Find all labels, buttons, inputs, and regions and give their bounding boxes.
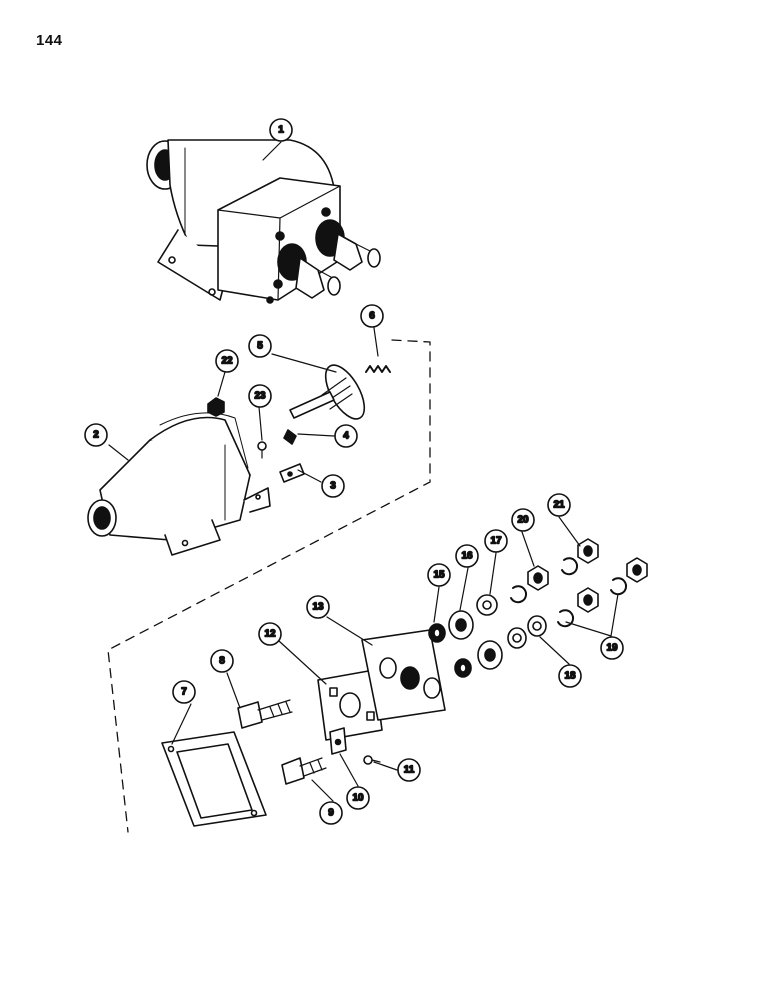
bolt-8-drawing [237, 699, 293, 729]
callout-13: 13 [306, 595, 330, 619]
leader-lines [108, 141, 619, 802]
washer-hardware-drawing [428, 538, 648, 678]
plunger-drawing [289, 364, 366, 420]
page-number: 144 [36, 32, 63, 49]
bolt-9-drawing [281, 757, 327, 785]
callout-5: 5 [248, 334, 272, 358]
insulator-plate-drawing [361, 629, 446, 721]
svg-text:13: 13 [312, 602, 324, 613]
screw-11-drawing [363, 755, 381, 765]
callout-22: 22 [215, 349, 239, 373]
svg-text:3: 3 [330, 481, 336, 492]
callout-12: 12 [258, 622, 282, 646]
solenoid-assembly-drawing [146, 139, 381, 304]
callout-4: 4 [334, 424, 358, 448]
callout-23: 23 [248, 384, 272, 408]
screw-23-drawing [257, 441, 267, 459]
svg-text:23: 23 [254, 391, 266, 402]
svg-text:10: 10 [352, 793, 364, 804]
svg-text:22: 22 [221, 356, 233, 367]
callout-9: 9 [319, 801, 343, 825]
nut-22-drawing [207, 397, 225, 417]
plate-drawing [317, 669, 383, 741]
svg-text:7: 7 [181, 687, 187, 698]
screw-4-drawing [283, 429, 297, 445]
svg-text:2: 2 [93, 430, 99, 441]
callout-18: 18 [558, 664, 582, 688]
svg-text:16: 16 [461, 551, 473, 562]
terminal-clip-drawing [329, 727, 347, 755]
svg-text:4: 4 [343, 431, 349, 442]
svg-text:20: 20 [517, 515, 529, 526]
svg-text:8: 8 [219, 656, 225, 667]
callout-6: 6 [360, 304, 384, 328]
callout-1: 1 [269, 118, 293, 142]
clip-drawing [279, 463, 305, 483]
svg-text:17: 17 [490, 536, 502, 547]
svg-text:9: 9 [328, 808, 334, 819]
spring-drawing [365, 365, 391, 373]
callout-20: 20 [511, 508, 535, 532]
svg-text:6: 6 [369, 311, 375, 322]
callout-16: 16 [455, 544, 479, 568]
svg-text:19: 19 [606, 643, 618, 654]
callout-11: 11 [397, 758, 421, 782]
callout-17: 17 [484, 529, 508, 553]
solenoid-body-drawing [87, 412, 271, 556]
svg-text:5: 5 [257, 341, 263, 352]
callout-2: 2 [84, 423, 108, 447]
grouping-dashed-line [107, 339, 431, 833]
callout-3: 3 [321, 474, 345, 498]
callout-19: 19 [600, 636, 624, 660]
svg-text:1: 1 [278, 125, 284, 136]
svg-text:11: 11 [404, 765, 415, 776]
svg-text:18: 18 [564, 671, 576, 682]
callout-15: 15 [427, 563, 451, 587]
svg-text:12: 12 [264, 629, 276, 640]
callout-10: 10 [346, 786, 370, 810]
callout-21: 21 [547, 493, 571, 517]
callout-8: 8 [210, 649, 234, 673]
svg-text:21: 21 [553, 500, 565, 511]
svg-text:15: 15 [433, 570, 445, 581]
callout-7: 7 [172, 680, 196, 704]
gasket-drawing [161, 731, 267, 827]
